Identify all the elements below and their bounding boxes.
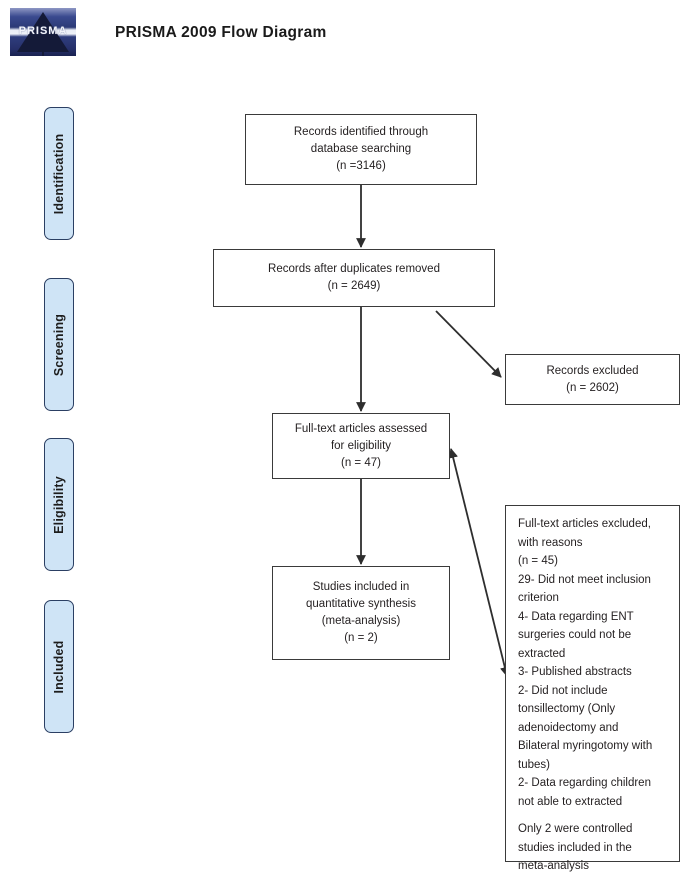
page-title: PRISMA 2009 Flow Diagram — [115, 24, 327, 41]
text-line: (n = 2602) — [566, 381, 619, 394]
records-after-duplicates-box: Records after duplicates removed (n = 264… — [213, 249, 495, 307]
text-line: adenoidectomy and — [518, 721, 619, 734]
text-line: for eligibility — [330, 439, 392, 452]
studies-included-box: Studies included in quantitative synthesi… — [272, 566, 450, 660]
text-line: (n = 2649) — [327, 280, 381, 292]
stage-label-eligibility-text: Eligibility — [52, 475, 66, 534]
text-line: (n =3146) — [336, 160, 386, 172]
text-line: 2- Did not include — [518, 684, 608, 697]
stage-label-identification-text: Identification — [52, 133, 66, 214]
text-line: meta-analysis — [518, 860, 589, 872]
fulltext-excluded-reasons-text: Full-text articles excluded, with reasons… — [506, 506, 660, 872]
records-excluded-box: Records excluded (n = 2602) — [505, 354, 680, 405]
logo-triangle-shape — [17, 12, 69, 52]
text-line: Full-text articles excluded, — [518, 518, 651, 530]
text-line: criterion — [518, 592, 559, 604]
logo-stem-shape — [42, 52, 44, 56]
text-line: Bilateral myringotomy with — [518, 740, 653, 752]
text-line: 2- Data regarding children — [518, 777, 651, 789]
text-line: extracted — [518, 647, 566, 660]
text-line: (n = 45) — [518, 555, 558, 567]
text-line: 3- Published abstracts — [518, 666, 632, 678]
stage-label-eligibility: Eligibility — [44, 438, 74, 571]
text-line: Full-text articles assessed — [294, 422, 428, 435]
records-identified-text: Records identified through database searc… — [288, 124, 434, 175]
text-line: not able to extracted — [518, 795, 623, 808]
text-line: 29- Did not meet inclusion — [518, 573, 651, 586]
records-excluded-text: Records excluded (n = 2602) — [540, 363, 644, 397]
studies-included-text: Studies included in quantitative synthesi… — [300, 579, 422, 647]
text-line: Records excluded — [546, 364, 639, 377]
arrow-fulltext-to-reasons — [448, 448, 510, 677]
records-identified-box: Records identified through database searc… — [245, 114, 477, 185]
text-line: Only 2 were controlled — [518, 823, 633, 835]
text-line: Records after duplicates removed — [268, 263, 440, 275]
records-after-duplicates-text: Records after duplicates removed (n = 264… — [262, 261, 446, 295]
text-line — [518, 811, 652, 820]
text-line: Studies included in — [312, 581, 410, 593]
stage-label-identification: Identification — [44, 107, 74, 240]
text-line: (n = 47) — [341, 456, 381, 469]
fulltext-assessed-text: Full-text articles assessed for eligibili… — [289, 421, 433, 472]
text-line: surgeries could not be — [518, 629, 632, 641]
fulltext-assessed-box: Full-text articles assessed for eligibili… — [272, 413, 450, 479]
text-line: tonsillectomy (Only — [518, 703, 616, 715]
text-line: 4- Data regarding ENT — [518, 610, 634, 623]
text-line: with reasons — [518, 536, 583, 549]
text-line: Records identified through — [293, 126, 429, 138]
logo-wordmark: PRISMA — [18, 25, 68, 37]
text-line: (n = 2) — [344, 632, 378, 644]
text-line: quantitative synthesis — [306, 598, 416, 610]
fulltext-excluded-reasons-box: Full-text articles excluded, with reasons… — [505, 505, 680, 872]
text-line: tubes) — [518, 758, 550, 771]
text-line: studies included in the — [518, 841, 632, 854]
text-line: database searching — [310, 143, 412, 155]
prisma-logo-icon: PRISMA — [10, 8, 76, 56]
stage-label-screening: Screening — [44, 278, 74, 411]
stage-label-screening-text: Screening — [52, 313, 66, 376]
stage-label-included-text: Included — [52, 640, 66, 693]
arrow-duplicates-to-excluded — [435, 310, 502, 378]
stage-label-included: Included — [44, 600, 74, 733]
text-line: (meta-analysis) — [321, 615, 401, 627]
